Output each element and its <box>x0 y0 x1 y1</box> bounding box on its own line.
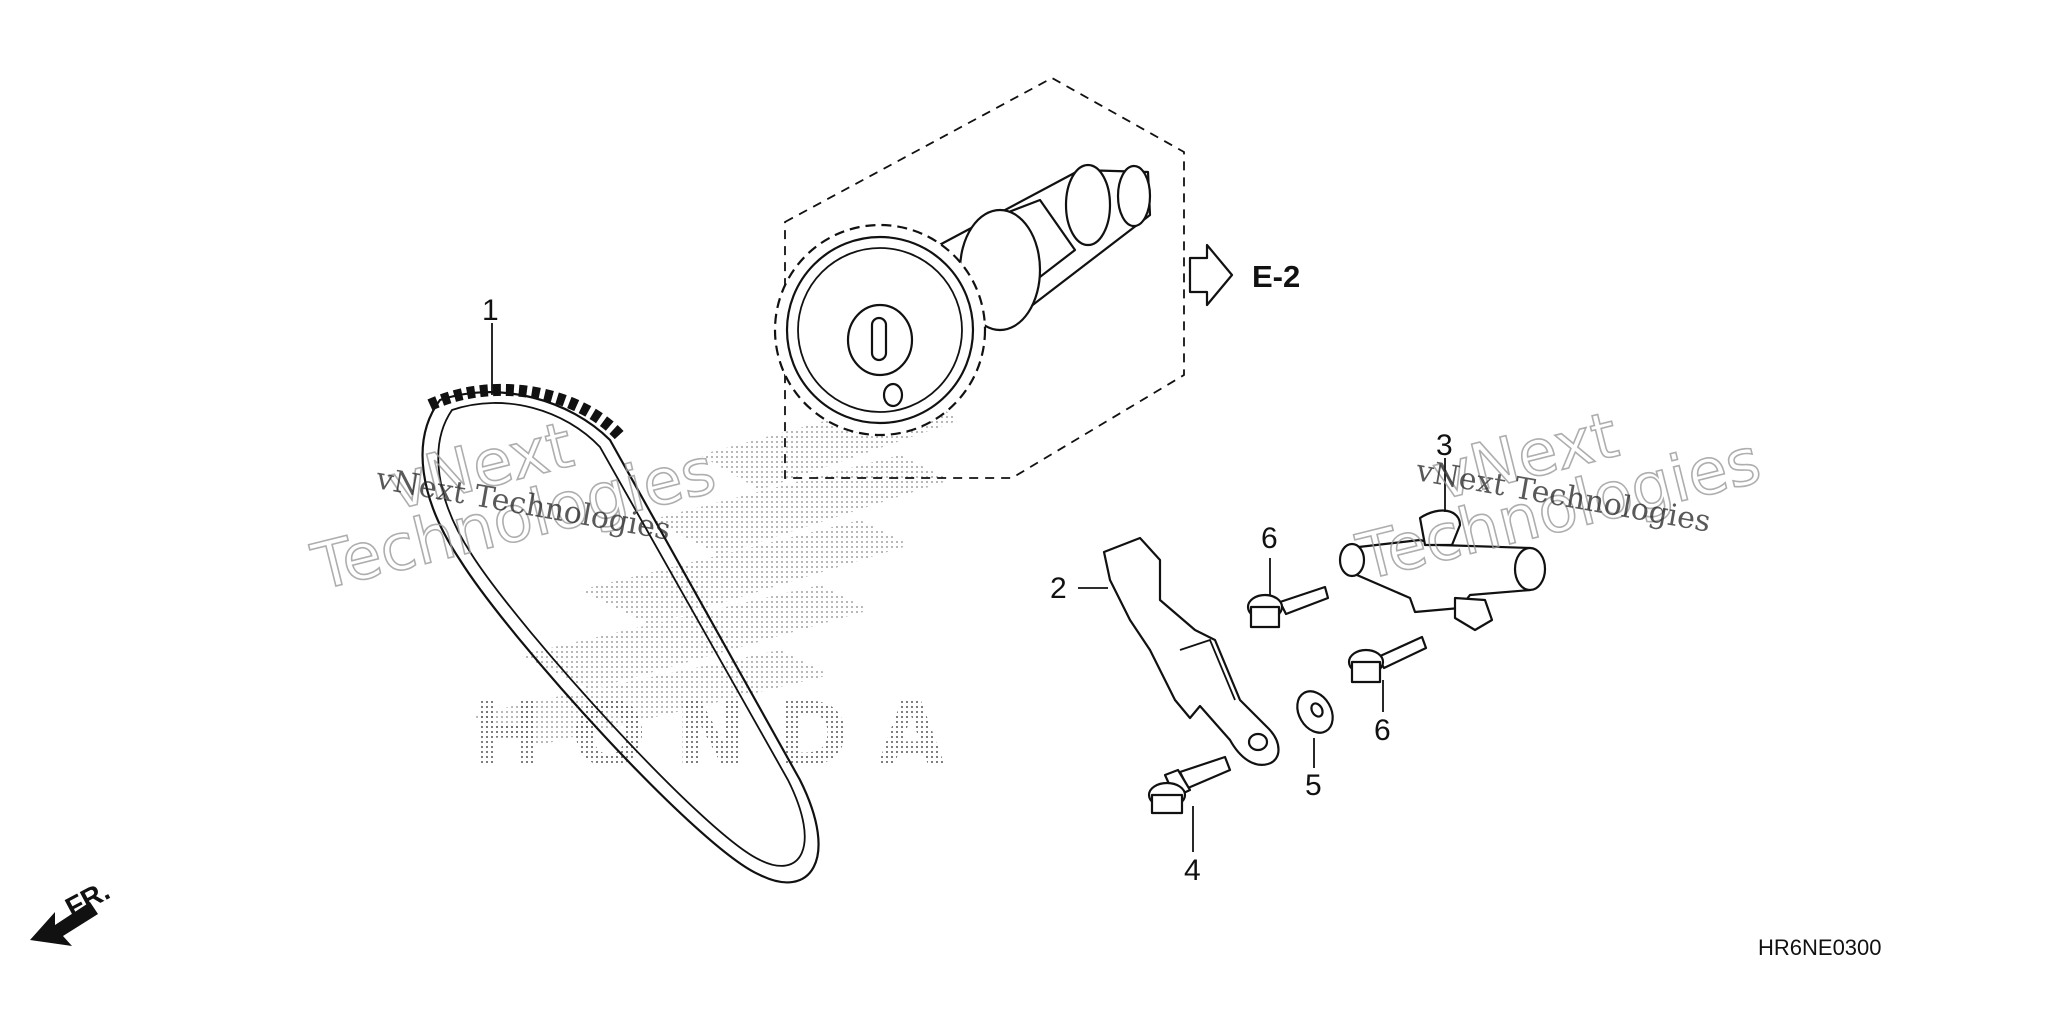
reference-label: E-2 <box>1252 259 1300 294</box>
reference-arrow-e2 <box>1188 243 1234 307</box>
diagram-code: HR6NE0300 <box>1758 935 1882 960</box>
callout-1: 1 <box>482 294 499 327</box>
flange-bolt <box>1147 755 1232 815</box>
tensioner-bolt-lower <box>1347 635 1428 684</box>
callout-6-lower: 6 <box>1374 714 1391 747</box>
callout-5: 5 <box>1305 769 1322 802</box>
vnext-watermark-right: vNext Technologies vNext Technologies <box>1349 398 1768 597</box>
callout-6-upper: 6 <box>1261 522 1278 555</box>
front-label: FR. <box>60 875 114 924</box>
honda-brand-watermark: HONDA <box>470 683 973 786</box>
callout-4: 4 <box>1184 854 1201 887</box>
camshaft-sprocket <box>773 163 1152 437</box>
callout-3: 3 <box>1436 429 1453 462</box>
cam-chain <box>421 383 820 884</box>
camshaft-assembly-dashed-outline <box>784 76 1185 479</box>
tensioner-bolt-upper <box>1246 585 1330 629</box>
cam-chain-tensioner-arm <box>1102 536 1280 766</box>
washer <box>1296 690 1334 734</box>
cam-chain-tensioner-lifter <box>1338 509 1547 632</box>
svg-text:HONDA: HONDA <box>470 683 973 786</box>
callout-2: 2 <box>1050 572 1067 605</box>
front-direction-arrow <box>30 902 98 946</box>
